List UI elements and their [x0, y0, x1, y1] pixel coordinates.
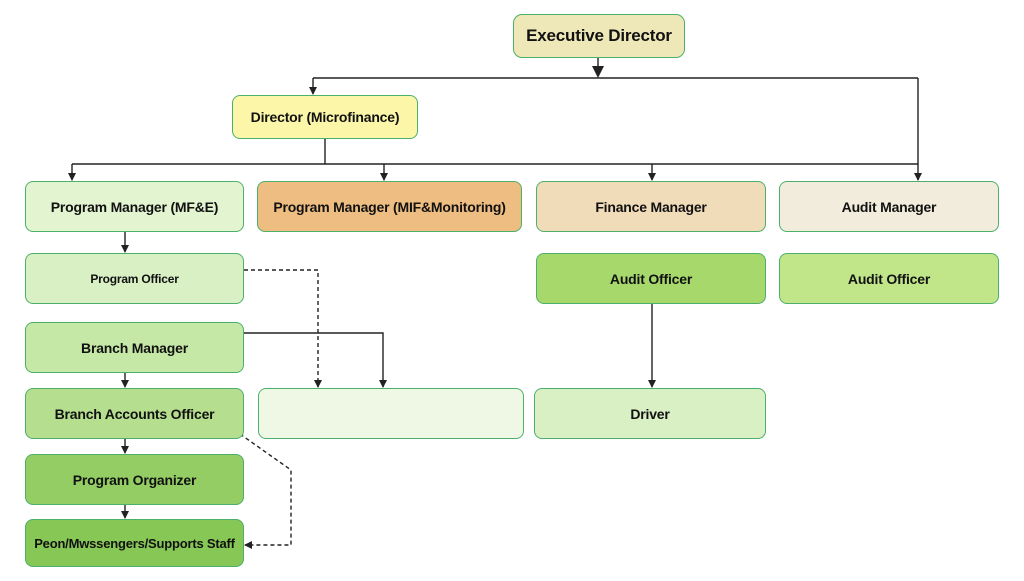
node-driver: Driver — [534, 388, 766, 439]
node-blank — [258, 388, 524, 439]
po-to-blank-dashed-line — [244, 269, 322, 388]
node-program-manager-mfe: Program Manager (MF&E) — [25, 181, 244, 232]
node-audit-officer-finance: Audit Officer — [536, 253, 766, 304]
node-program-organizer: Program Organizer — [25, 454, 244, 505]
node-director-microfinance: Director (Microfinance) — [232, 95, 418, 139]
node-program-officer: Program Officer — [25, 253, 244, 304]
bm-to-blank-line — [244, 332, 387, 388]
node-audit-manager: Audit Manager — [779, 181, 999, 232]
node-peon-supports-staff: Peon/Mwssengers/Supports Staff — [25, 519, 244, 567]
node-executive-director: Executive Director — [513, 14, 685, 58]
bao-to-peon-dashed-line — [239, 433, 292, 549]
node-branch-accounts-officer: Branch Accounts Officer — [25, 388, 244, 439]
node-program-manager-mif: Program Manager (MIF&Monitoring) — [257, 181, 522, 232]
node-finance-manager: Finance Manager — [536, 181, 766, 232]
node-audit-officer-audit: Audit Officer — [779, 253, 999, 304]
node-branch-manager: Branch Manager — [25, 322, 244, 373]
